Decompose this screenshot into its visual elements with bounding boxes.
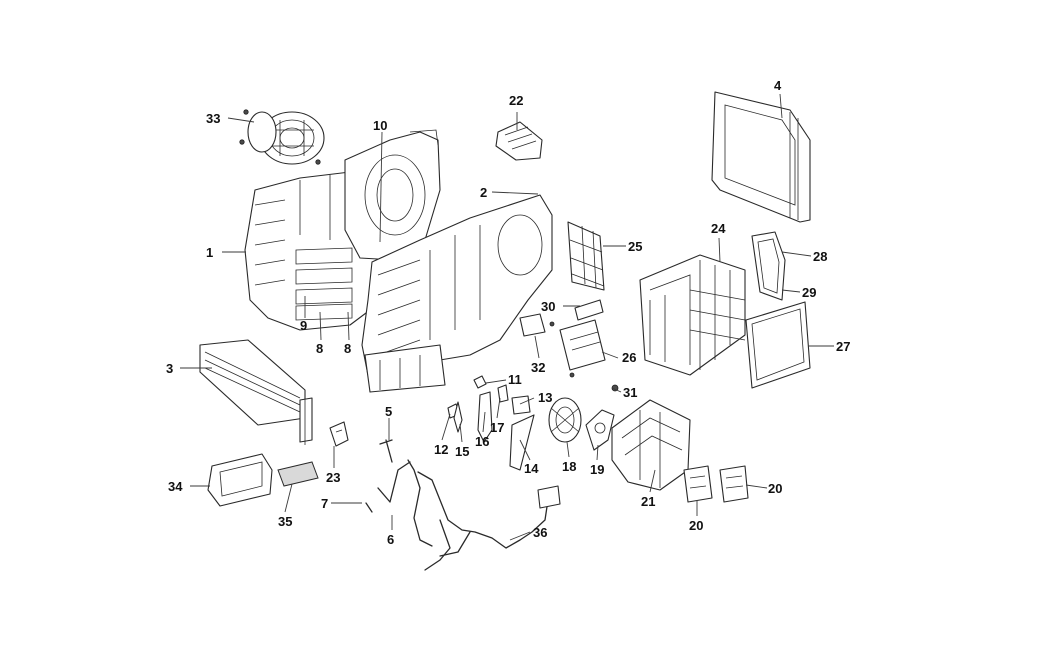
linkage-parts [447, 375, 535, 471]
duct-piece [207, 453, 273, 507]
callout-8b: 8 [344, 341, 351, 356]
evaporator-frame [711, 91, 811, 223]
callout-1: 1 [206, 245, 213, 260]
callout-30: 30 [541, 299, 555, 314]
callout-14: 14 [524, 461, 539, 476]
callout-31: 31 [623, 385, 637, 400]
callout-25: 25 [628, 239, 642, 254]
cam-plate [585, 384, 619, 451]
evaporator-core-box [639, 254, 746, 376]
callout-3: 3 [166, 361, 173, 376]
callout-26: 26 [622, 350, 636, 365]
callout-12: 12 [434, 442, 448, 457]
callout-2: 2 [480, 185, 487, 200]
connector-block [495, 121, 543, 161]
actuator-motors [683, 465, 749, 503]
callout-8a: 8 [316, 341, 323, 356]
callout-29: 29 [802, 285, 816, 300]
callout-32: 32 [531, 360, 545, 375]
callout-15: 15 [455, 444, 469, 459]
callout-22: 22 [509, 93, 523, 108]
main-housing-right [361, 194, 553, 393]
actuator-parts [519, 299, 606, 378]
wiring-sensors [365, 439, 433, 547]
callout-16: 16 [475, 434, 489, 449]
callout-4: 4 [774, 78, 782, 93]
callout-13: 13 [538, 390, 552, 405]
callout-28: 28 [813, 249, 827, 264]
callout-21: 21 [641, 494, 655, 509]
callout-10: 10 [373, 118, 387, 133]
callout-18: 18 [562, 459, 576, 474]
gear-disc [548, 397, 582, 443]
seal-upper [751, 231, 786, 301]
bracket-assembly [611, 399, 691, 491]
callout-17: 17 [490, 420, 504, 435]
blower-scroll-housing [344, 129, 441, 261]
callout-labels: 1 2 3 4 5 6 7 8 8 9 10 11 12 13 14 15 16… [166, 78, 850, 547]
callout-36: 36 [533, 525, 547, 540]
callout-20a: 20 [768, 481, 782, 496]
callout-20b: 20 [689, 518, 703, 533]
callout-6: 6 [387, 532, 394, 547]
callout-34: 34 [168, 479, 183, 494]
callout-27: 27 [836, 339, 850, 354]
callout-33: 33 [206, 111, 220, 126]
callout-5: 5 [385, 404, 392, 419]
callout-19: 19 [590, 462, 604, 477]
callout-23: 23 [326, 470, 340, 485]
callout-9: 9 [300, 318, 307, 333]
callout-24: 24 [711, 221, 726, 236]
callout-11: 11 [508, 372, 522, 387]
callout-7: 7 [321, 496, 328, 511]
callout-35: 35 [278, 514, 292, 529]
clip-bracket [329, 421, 349, 447]
foam-pad [277, 461, 319, 487]
leader-lines [180, 93, 834, 541]
heater-core [199, 339, 313, 445]
gasket-frame [745, 301, 811, 389]
wire-harness [417, 471, 561, 571]
blower-motor [239, 109, 325, 165]
filter-grid [567, 221, 605, 291]
